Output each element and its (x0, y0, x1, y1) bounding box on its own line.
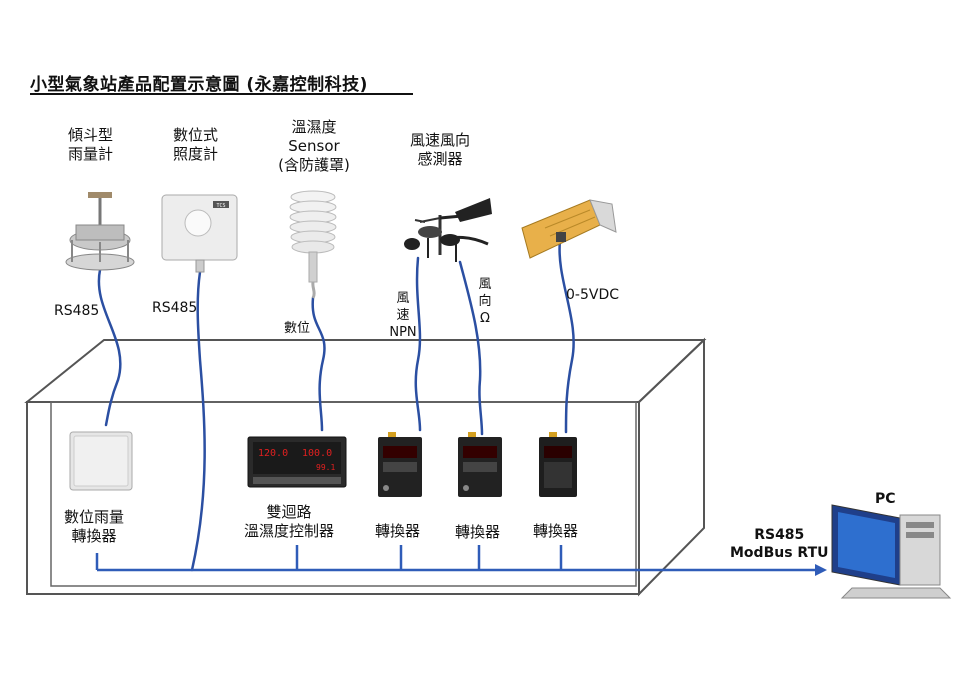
rain-gauge-label: 傾斗型 雨量計 (68, 126, 114, 163)
rain-drop-converter-label: 轉換器 (533, 522, 579, 540)
lux-device-tag: TCS (216, 203, 225, 209)
dual-controller-label: 雙迴路 溫濕度控制器 (244, 503, 335, 540)
diagram-title: 小型氣象站產品配置示意圖 (永嘉控制科技) (30, 75, 368, 95)
title-underline (30, 93, 413, 95)
wind-dir-converter-image (458, 432, 502, 497)
display-value-top-right: 100.0 (302, 448, 332, 459)
wind-sensor-label: 風速風向 感測器 (410, 131, 471, 168)
wire-rain-gauge (97, 268, 122, 427)
rain-gauge-wire-label: RS485 (54, 303, 100, 319)
wind-speed-converter-image (378, 432, 422, 497)
rain-drop-wire-label: 0-5VDC (566, 287, 619, 303)
wind-sensor-image (404, 198, 492, 262)
enclosure-box (24, 337, 707, 597)
display-value-bottom-right: 99.1 (316, 463, 335, 472)
rain-converter-label: 數位雨量 轉換器 (64, 508, 125, 545)
temp-humidity-label: 溫濕度 Sensor (含防護罩) (278, 118, 350, 174)
box-side-face (638, 337, 705, 597)
bus-arrow-head (815, 564, 827, 576)
rain-drop-sensor-image (521, 199, 617, 259)
lux-meter-image: TCS (161, 194, 238, 273)
wire-temp-humidity (311, 296, 326, 432)
rain-converter-image (69, 431, 133, 491)
wind-direction-wire-label: 風 向 Ω (478, 277, 492, 326)
lux-meter-label: 數位式 照度計 (173, 126, 219, 163)
dual-controller-image: 120.0 100.0 99.1 (247, 436, 347, 488)
wind-dir-converter-label: 轉換器 (455, 523, 501, 541)
wire-wind-speed (414, 256, 422, 432)
rain-gauge-image (65, 192, 135, 271)
display-value-top: 120.0 (258, 448, 288, 459)
wind-speed-converter-label: 轉換器 (375, 522, 421, 540)
wire-lux-meter (190, 270, 206, 572)
box-front-face (26, 401, 640, 595)
wire-rain-drop (558, 238, 575, 434)
box-inner-frame (50, 401, 637, 587)
temp-humidity-image (289, 190, 337, 299)
pc-label: PC (875, 491, 896, 507)
pc-image (831, 504, 952, 599)
bus-protocol-label: RS485 ModBus RTU (730, 527, 829, 561)
rain-drop-converter-image (539, 432, 577, 497)
lux-meter-wire-label: RS485 (152, 300, 198, 316)
wind-speed-wire-label: 風 速 NPN (389, 291, 417, 340)
wire-wind-direction (458, 260, 484, 436)
box-top-face (24, 339, 707, 403)
temp-humidity-wire-label: 數位 (284, 321, 311, 336)
